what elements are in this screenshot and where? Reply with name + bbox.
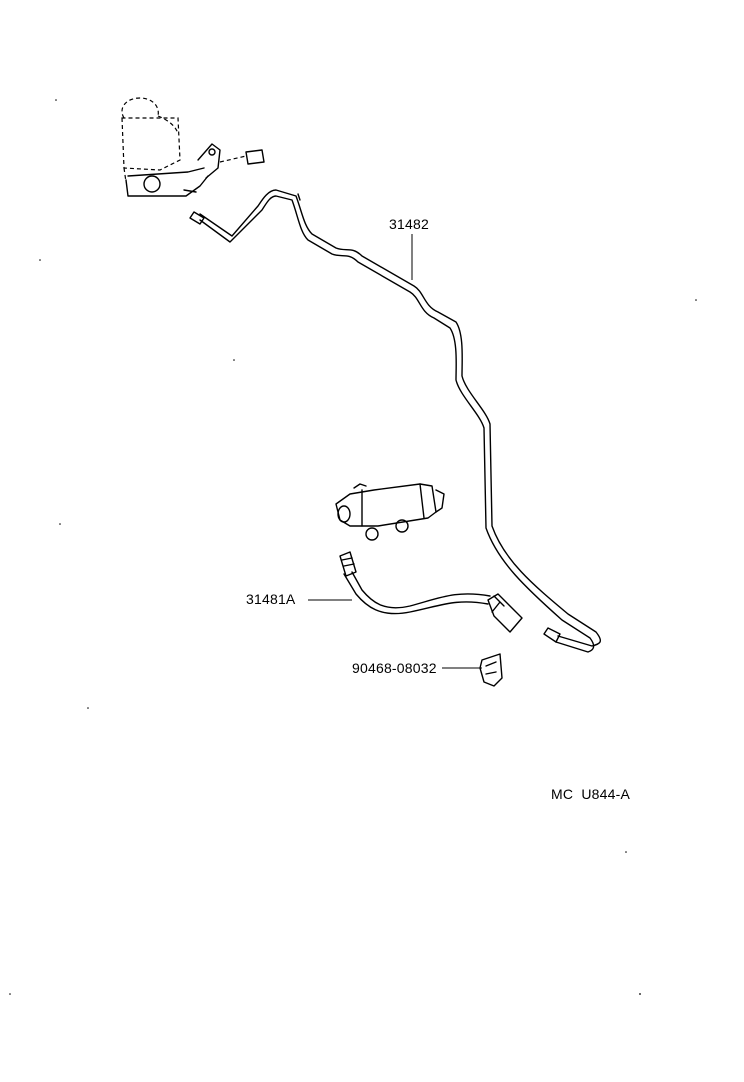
diagram-code: MC U844-A: [551, 786, 631, 802]
release-cylinder: [335, 483, 445, 541]
clutch-master-cylinder: [121, 97, 265, 197]
clutch-tube-31482: [189, 189, 602, 653]
part-label-31481A: 31481A: [246, 591, 296, 607]
clip-90468-08032: [479, 653, 503, 687]
flexible-hose-31481A: [339, 551, 523, 633]
part-label-31482: 31482: [389, 216, 429, 232]
part-label-90468-08032: 90468-08032: [352, 660, 437, 676]
paper-specks: [9, 99, 697, 995]
